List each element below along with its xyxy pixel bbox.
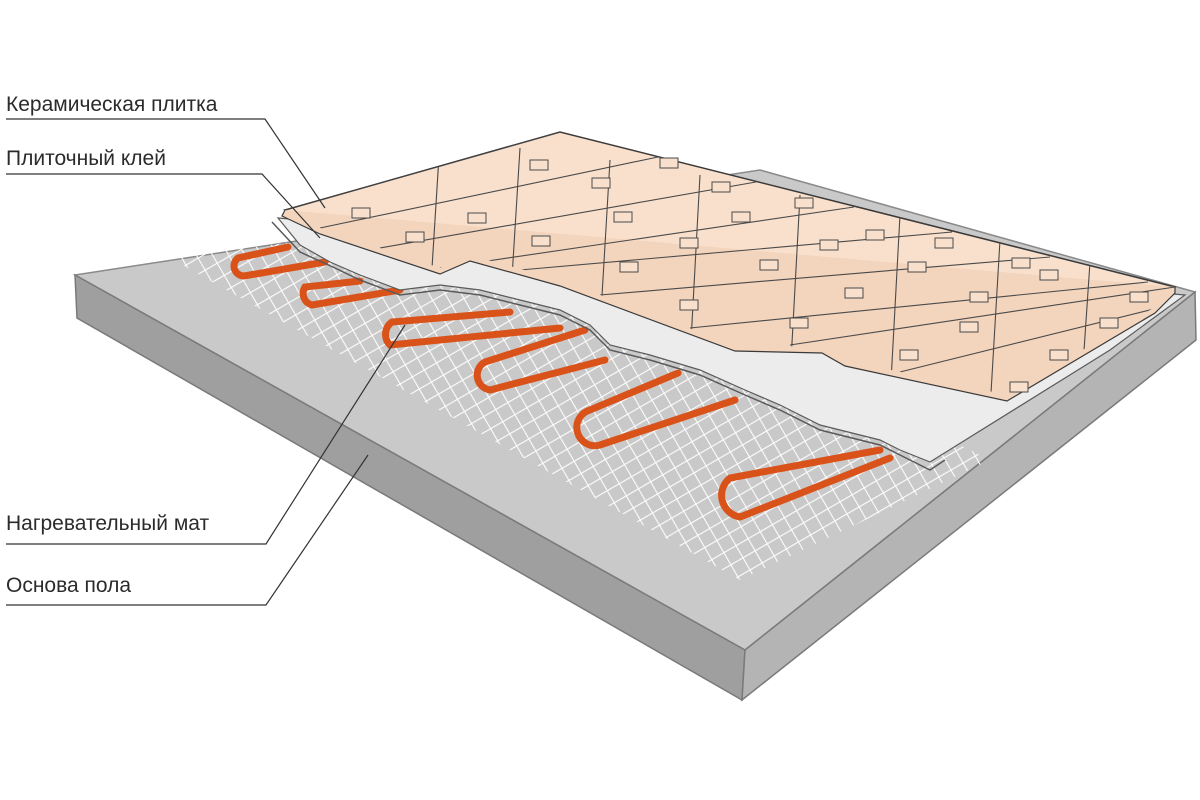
label-floor-base: Основа пола: [6, 574, 131, 597]
heating-mat: [170, 215, 990, 580]
leader-heating-mat: [6, 324, 406, 545]
ceramic-tile-layer: [281, 131, 1177, 402]
cable-loop-5: [573, 369, 739, 450]
leader-floor-base: [6, 454, 369, 606]
cable-loop-4: [473, 326, 609, 394]
leader-tile-adhesive: [6, 173, 321, 239]
label-heating-mat: Нагревательный мат: [6, 512, 209, 535]
tile-front-edge: [281, 209, 1176, 402]
label-ceramic-tile: Керамическая плитка: [6, 93, 218, 116]
adhesive-front-edge: [271, 221, 946, 471]
cable-loop-1: [230, 243, 329, 280]
label-tile-adhesive: Плиточный клей: [6, 147, 166, 170]
slab-side-face: [741, 290, 1197, 702]
callouts: Керамическая плитка Плиточный клей Нагре…: [6, 93, 406, 606]
mesh-area: [170, 215, 990, 580]
tile-spacers: [351, 157, 1149, 393]
cable-loop-2: [299, 277, 404, 309]
leader-ceramic-tile: [6, 118, 326, 209]
heating-cable: [230, 243, 894, 521]
cable-loop-3: [382, 308, 564, 349]
cable-loop-6: [718, 446, 894, 521]
